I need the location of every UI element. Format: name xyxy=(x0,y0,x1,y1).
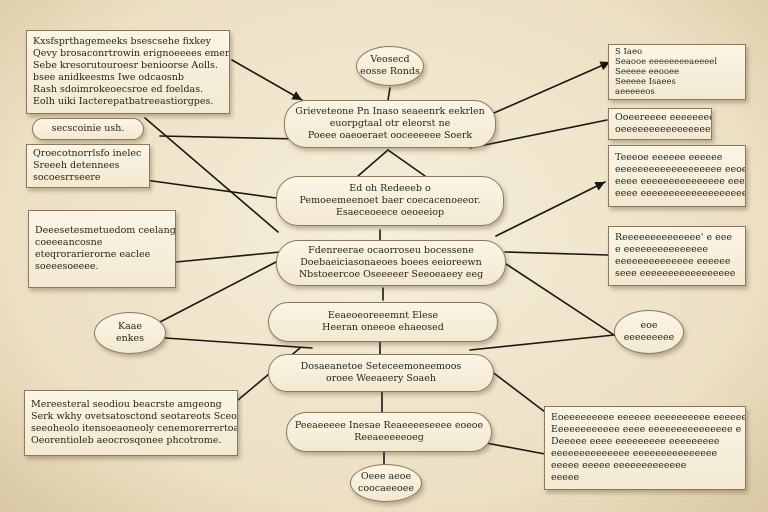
connector xyxy=(357,149,389,177)
top-left-box: Kxsfsprthagemeeks bsescsehe fixkey Qevy … xyxy=(26,30,230,114)
connector xyxy=(504,251,609,256)
right-box-4: Reeeeeeeeeeeeee' e eee e eeeeeeeeeeeeeee… xyxy=(608,226,746,286)
connector xyxy=(469,119,608,149)
connector xyxy=(387,87,391,101)
right-oval: eoe eeeeeeeee xyxy=(614,310,684,354)
level2-pill: Ed oh Redeeeb o Pemoeemeenoet baer coeca… xyxy=(276,176,504,226)
connector xyxy=(231,59,303,101)
connector xyxy=(387,149,426,177)
left-label-1: secscoinie ush. xyxy=(32,118,144,140)
left-box-2: Deeesetesmetuedom ceelange coeeeancosne … xyxy=(28,210,176,288)
connector xyxy=(175,251,281,263)
level4-pill: Eeaeoeoreeemnt Elese Heeran oneeoe ehaeo… xyxy=(268,302,498,342)
bottom-left-box: Mereesteral seodiou beacrste amgeong Ser… xyxy=(24,390,238,456)
right-box-3: Teeeoe eeeeee eeeeee eeeeeeeeeeeeeeeeeee… xyxy=(608,145,746,207)
connector xyxy=(499,259,615,336)
connector xyxy=(477,61,611,121)
level3-pill: Fdenreerae ocaorroseu bocessene Doebaeic… xyxy=(276,240,506,286)
bottom-center-oval: Oeee aeoe coocaeeoee xyxy=(350,464,422,502)
left-box-1: Qroecotnorrlsfo inelec Sreeeh detennees … xyxy=(26,144,150,188)
level1-pill: Grieveteone Pn Inaso seaeenrk eekrlen eu… xyxy=(284,100,496,148)
connector xyxy=(495,181,606,237)
level6-pill: Peeaeeeee Inesae Reaeeeeseeee eoeoe Reea… xyxy=(286,412,492,452)
right-box-1: S Iaeo Seaooe eeeeeeeeaeeeel Seeeee eeoo… xyxy=(608,44,746,100)
connector xyxy=(159,135,301,140)
connector xyxy=(469,334,615,351)
top-center-oval: Veosecd eosse Ronds xyxy=(356,46,424,86)
bottom-right-box: Eoeeeeeeeee eeeeee eeeeeeeeee eeeeeeee E… xyxy=(544,406,746,490)
connector xyxy=(159,261,277,323)
left-oval: Kaae enkes xyxy=(94,312,166,354)
connector xyxy=(144,117,279,233)
connector xyxy=(144,179,277,199)
right-box-2: Ooeereeee eeeeeeeeae oeeeeeeeeeeeeeeeeea… xyxy=(608,108,712,140)
level5-pill: Dosaeanetoe Seteceemoneemoos oroee Weeae… xyxy=(268,354,494,392)
connector xyxy=(164,337,313,349)
